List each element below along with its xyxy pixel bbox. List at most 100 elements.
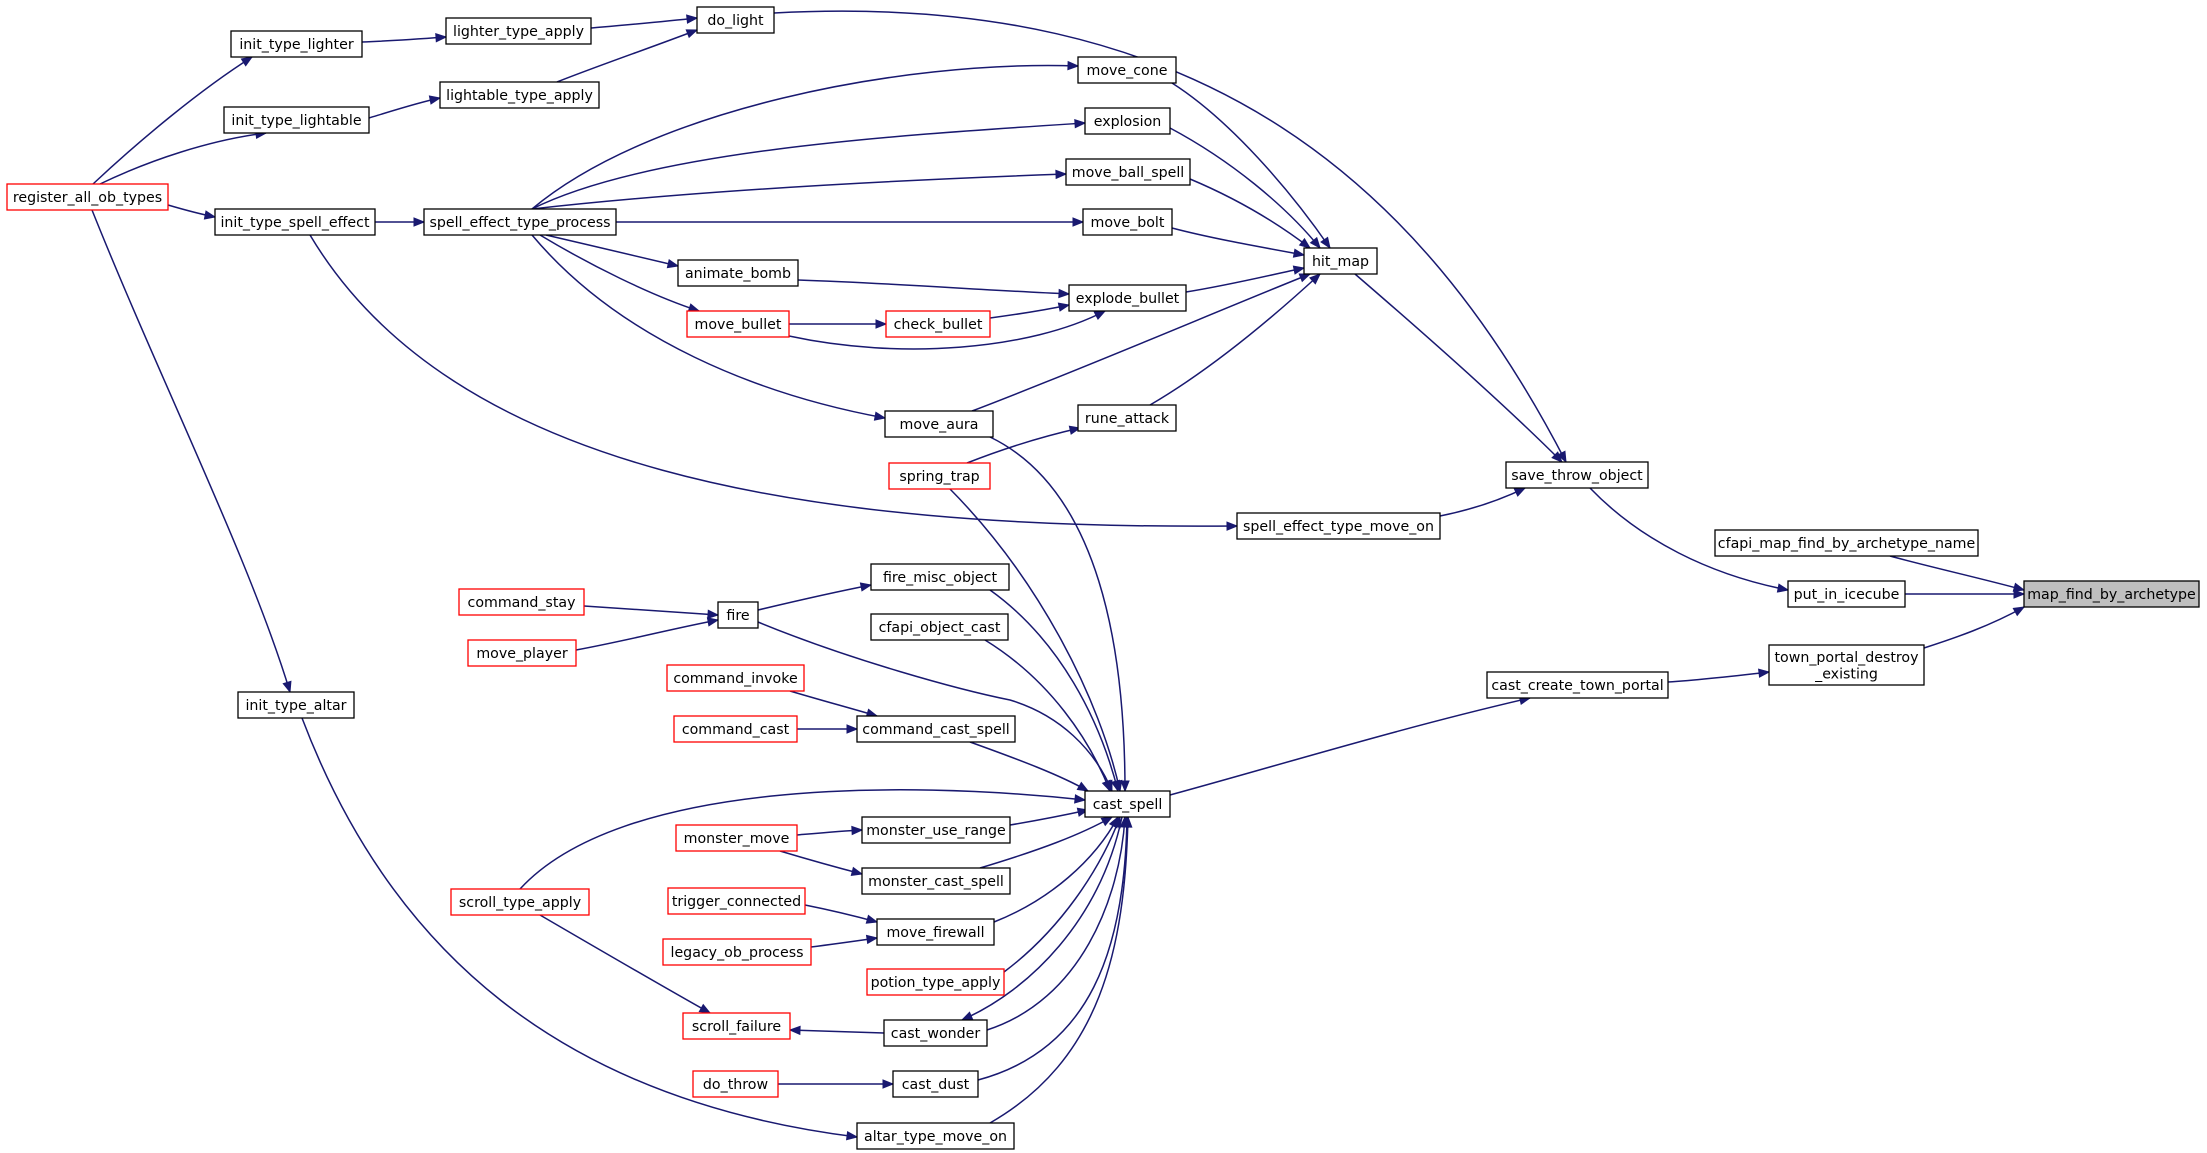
node-box[interactable]: [696, 6, 775, 34]
node-init-type-lighter[interactable]: init_type_lighter: [230, 30, 363, 58]
node-box[interactable]: [856, 715, 1016, 743]
node-box[interactable]: [1303, 247, 1378, 275]
node-explode-bullet[interactable]: explode_bullet: [1068, 284, 1187, 312]
node-box[interactable]: [892, 1070, 979, 1098]
node-animate-bomb[interactable]: animate_bomb: [677, 259, 799, 287]
node-cast-create-town-portal[interactable]: cast_create_town_portal: [1486, 671, 1669, 699]
node-box[interactable]: [883, 1019, 988, 1047]
node-cast-wonder[interactable]: cast_wonder: [883, 1019, 988, 1047]
node-box[interactable]: [876, 918, 995, 946]
node-box[interactable]: [1486, 671, 1669, 699]
node-lighter-type-apply[interactable]: lighter_type_apply: [445, 17, 592, 45]
node-cast-dust[interactable]: cast_dust: [892, 1070, 979, 1098]
node-spell-effect-type-process[interactable]: spell_effect_type_process: [423, 208, 617, 236]
node-move-bolt[interactable]: move_bolt: [1082, 208, 1173, 236]
node-box[interactable]: [866, 968, 1005, 996]
node-scroll-type-apply[interactable]: scroll_type_apply: [450, 888, 590, 916]
node-put-in-icecube[interactable]: put_in_icecube: [1787, 580, 1906, 608]
node-box[interactable]: [1505, 461, 1649, 489]
node-box[interactable]: [870, 563, 1010, 591]
node-box[interactable]: [423, 208, 617, 236]
node-potion-type-apply[interactable]: potion_type_apply: [866, 968, 1005, 996]
node-town-portal-destroy-existing[interactable]: town_portal_destroy_existing: [1768, 644, 1925, 686]
node-box[interactable]: [2023, 580, 2200, 608]
node-fire-misc-object[interactable]: fire_misc_object: [870, 563, 1010, 591]
node-command-invoke[interactable]: command_invoke: [666, 664, 805, 692]
node-cast-spell[interactable]: cast_spell: [1084, 790, 1171, 818]
node-box[interactable]: [1065, 158, 1191, 186]
node-move-cone[interactable]: move_cone: [1077, 56, 1177, 84]
node-cfapi-map-find-by-archetype-name[interactable]: cfapi_map_find_by_archetype_name: [1714, 529, 1979, 557]
node-init-type-lightable[interactable]: init_type_lightable: [223, 106, 370, 134]
node-spell-effect-type-move-on[interactable]: spell_effect_type_move_on: [1236, 512, 1441, 540]
node-register-all-ob-types[interactable]: register_all_ob_types: [6, 183, 169, 211]
node-box[interactable]: [677, 259, 799, 287]
node-do-light[interactable]: do_light: [696, 6, 775, 34]
node-altar-type-move-on[interactable]: altar_type_move_on: [856, 1122, 1015, 1150]
node-hit-map[interactable]: hit_map: [1303, 247, 1378, 275]
node-monster-cast-spell[interactable]: monster_cast_spell: [861, 867, 1011, 895]
node-box[interactable]: [885, 310, 991, 338]
node-box[interactable]: [692, 1070, 779, 1098]
node-legacy-ob-process[interactable]: legacy_ob_process: [662, 938, 812, 966]
node-rune-attack[interactable]: rune_attack: [1077, 404, 1177, 432]
node-box[interactable]: [861, 816, 1011, 844]
node-box[interactable]: [1236, 512, 1441, 540]
node-box[interactable]: [673, 715, 798, 743]
node-box[interactable]: [1768, 644, 1925, 686]
node-map-find-by-archetype[interactable]: map_find_by_archetype: [2023, 580, 2200, 608]
node-cfapi-object-cast[interactable]: cfapi_object_cast: [870, 613, 1009, 641]
node-command-cast[interactable]: command_cast: [673, 715, 798, 743]
node-box[interactable]: [1084, 107, 1171, 135]
node-box[interactable]: [230, 30, 363, 58]
node-scroll-failure[interactable]: scroll_failure: [682, 1012, 791, 1040]
node-monster-move[interactable]: monster_move: [675, 824, 798, 852]
node-box[interactable]: [237, 691, 355, 719]
node-check-bullet[interactable]: check_bullet: [885, 310, 991, 338]
node-box[interactable]: [667, 887, 806, 915]
node-lightable-type-apply[interactable]: lightable_type_apply: [439, 81, 600, 109]
node-box[interactable]: [870, 613, 1009, 641]
node-save-throw-object[interactable]: save_throw_object: [1505, 461, 1649, 489]
node-box[interactable]: [1077, 56, 1177, 84]
node-init-type-spell-effect[interactable]: init_type_spell_effect: [214, 208, 376, 236]
node-move-firewall[interactable]: move_firewall: [876, 918, 995, 946]
node-box[interactable]: [662, 938, 812, 966]
node-box[interactable]: [682, 1012, 791, 1040]
node-box[interactable]: [675, 824, 798, 852]
node-box[interactable]: [439, 81, 600, 109]
node-fire[interactable]: fire: [717, 601, 759, 629]
node-box[interactable]: [223, 106, 370, 134]
node-box[interactable]: [458, 588, 585, 616]
node-box[interactable]: [445, 17, 592, 45]
node-command-stay[interactable]: command_stay: [458, 588, 585, 616]
node-init-type-altar[interactable]: init_type_altar: [237, 691, 355, 719]
node-box[interactable]: [861, 867, 1011, 895]
node-box[interactable]: [856, 1122, 1015, 1150]
node-box[interactable]: [884, 410, 994, 438]
node-box[interactable]: [888, 462, 991, 490]
node-box[interactable]: [450, 888, 590, 916]
node-box[interactable]: [717, 601, 759, 629]
node-box[interactable]: [1068, 284, 1187, 312]
node-box[interactable]: [1787, 580, 1906, 608]
node-box[interactable]: [6, 183, 169, 211]
node-box[interactable]: [1084, 790, 1171, 818]
node-box[interactable]: [1077, 404, 1177, 432]
node-box[interactable]: [214, 208, 376, 236]
node-move-ball-spell[interactable]: move_ball_spell: [1065, 158, 1191, 186]
node-monster-use-range[interactable]: monster_use_range: [861, 816, 1011, 844]
node-trigger-connected[interactable]: trigger_connected: [667, 887, 806, 915]
node-box[interactable]: [666, 664, 805, 692]
node-move-bullet[interactable]: move_bullet: [686, 310, 790, 338]
node-box[interactable]: [1714, 529, 1979, 557]
node-command-cast-spell[interactable]: command_cast_spell: [856, 715, 1016, 743]
node-spring-trap[interactable]: spring_trap: [888, 462, 991, 490]
node-move-aura[interactable]: move_aura: [884, 410, 994, 438]
node-box[interactable]: [1082, 208, 1173, 236]
node-move-player[interactable]: move_player: [467, 639, 577, 667]
node-explosion[interactable]: explosion: [1084, 107, 1171, 135]
node-box[interactable]: [686, 310, 790, 338]
node-box[interactable]: [467, 639, 577, 667]
node-do-throw[interactable]: do_throw: [692, 1070, 779, 1098]
